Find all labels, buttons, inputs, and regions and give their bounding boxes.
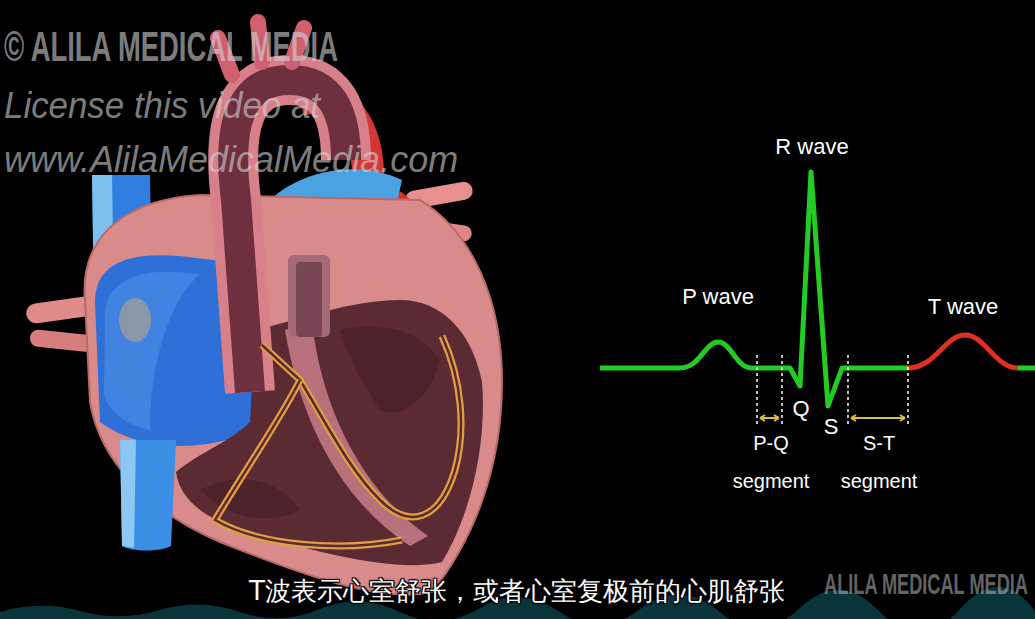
watermark: © ALILA MEDICAL MEDIA [4,22,338,72]
wave-label: T wave [928,294,999,320]
watermark: www.AlilaMedicalMedia.com [4,138,458,181]
cavity-texture [340,326,440,412]
ecg-line [600,172,908,406]
atrium-highlight [104,272,200,430]
t-wave-line [908,335,1018,368]
wave-label: R wave [775,134,848,160]
pulmonary-trunk-lumen [296,262,322,337]
aorta [233,80,346,392]
conduction-fiber [262,336,461,517]
watermark: ALILA MEDICAL MEDIA [824,566,1028,602]
vessel-highlight [120,440,136,548]
ecg-line [1018,366,1035,371]
septum [285,322,428,546]
conduction-fiber [215,380,402,546]
segment-arrow [760,415,779,421]
conduction-fiber [262,336,461,517]
conduction-fiber [215,380,402,546]
segment-label: P-Q segment [723,424,819,500]
point-label: S [824,414,839,440]
inferior-vena-cava [120,440,176,551]
point-label: Q [792,396,809,422]
ecg-trace [600,172,1035,425]
watermark: License this video at [4,84,320,127]
pulmonary-trunk [288,255,330,337]
pulmonary-vein [29,329,94,353]
subtitle: T波表示心室舒张，或者心室复极前的心肌舒张 [249,574,785,609]
segment-label: S-T segment [829,424,929,500]
wave-label: P wave [682,284,754,310]
segment-arrow [851,415,905,421]
heart-wall [85,195,502,595]
vein-opening [119,298,151,342]
cavity-texture [200,480,300,519]
aorta-lumen [233,80,346,392]
